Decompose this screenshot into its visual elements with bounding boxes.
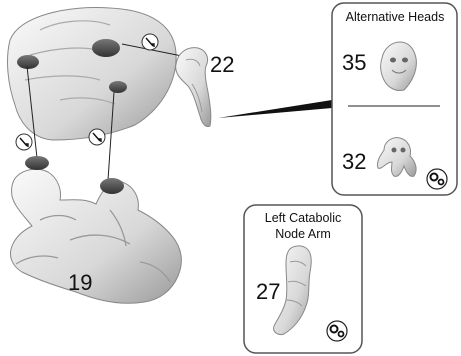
part-number-27: 27 [256, 279, 280, 305]
socket-right [92, 39, 120, 57]
socket-cap-left [25, 156, 49, 170]
arm-part-22 [176, 48, 211, 127]
part-number-35: 35 [342, 50, 366, 76]
part-number-32: 32 [342, 149, 366, 175]
glue-drop-icon [142, 34, 158, 50]
part-number-19: 19 [68, 270, 92, 296]
left-arm-title-line1: Left Catabolic [244, 211, 362, 225]
callout-pointer [218, 100, 332, 118]
glue-drop-icon [89, 129, 105, 145]
glue-drop-icon [16, 134, 32, 150]
assembly-gears-icon [327, 321, 347, 341]
socket-cap-right [100, 178, 124, 194]
socket-bottom [109, 81, 127, 93]
main-assembly-19 [10, 156, 181, 303]
left-arm-title-line2: Node Arm [244, 227, 362, 241]
assembly-gears-icon [427, 169, 447, 189]
alternative-heads-title: Alternative Heads [336, 10, 454, 24]
socket-left [17, 55, 39, 69]
part-number-22: 22 [210, 52, 234, 78]
